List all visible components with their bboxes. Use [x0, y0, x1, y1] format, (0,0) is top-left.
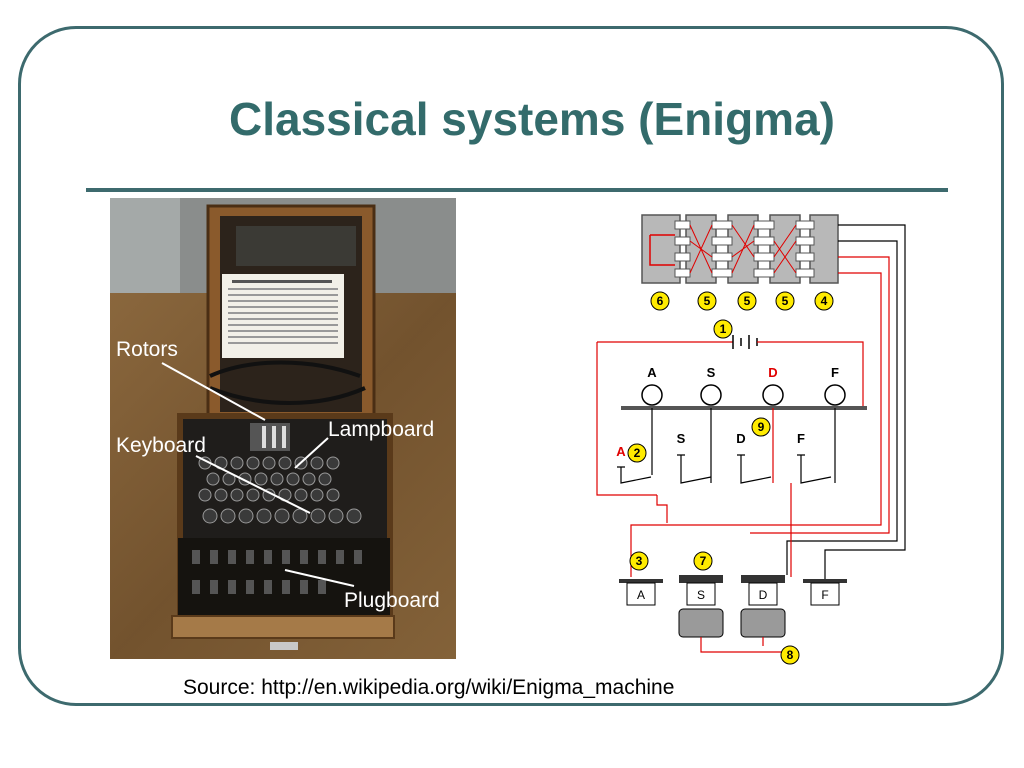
rotor-number-5b: 5	[744, 294, 751, 308]
slide-frame	[18, 26, 1004, 706]
lamp-label-a: A	[647, 365, 657, 380]
title-underline	[86, 188, 948, 192]
rotor-number-badges: 6 5 5 5 4	[650, 291, 834, 311]
lampboard-callout: Lampboard	[328, 418, 434, 441]
plug-label-d: D	[759, 588, 768, 602]
rotor-number-5a: 5	[704, 294, 711, 308]
key-label-a: A	[616, 444, 626, 459]
plug-number-8: 8	[787, 648, 794, 662]
key-label-f: F	[797, 431, 805, 446]
plug-label-f: F	[821, 588, 828, 602]
key-number: 2	[634, 446, 641, 460]
rotor-number-4: 4	[821, 294, 828, 308]
enigma-wiring-diagram: 6 5 5 5 4 1 A S D F 9 A 2	[596, 214, 906, 665]
source-citation: Source: http://en.wikipedia.org/wiki/Eni…	[183, 676, 675, 699]
plug-number-3: 3	[636, 554, 643, 568]
lamp-number: 9	[758, 420, 765, 434]
plug-label-a: A	[637, 588, 645, 602]
lamp-label-s: S	[707, 365, 716, 380]
plug-number-7: 7	[700, 554, 707, 568]
lampboard: A S D F 9	[621, 365, 867, 437]
rotor-number-5c: 5	[782, 294, 789, 308]
plugboard-callout: Plugboard	[344, 589, 440, 612]
keyboard-callout: Keyboard	[116, 434, 206, 457]
lamp-label-f: F	[831, 365, 839, 380]
battery-number: 1	[720, 322, 727, 336]
battery: 1	[596, 319, 864, 496]
rotor-number-6: 6	[657, 294, 664, 308]
slide-title: Classical systems (Enigma)	[229, 93, 835, 145]
key-label-d: D	[736, 431, 745, 446]
key-label-s: S	[677, 431, 686, 446]
lamp-label-d: D	[768, 365, 777, 380]
enigma-photo: Rotors Lampboard Keyboard Plugboard	[110, 198, 456, 659]
plugboard-sockets: 3 7 8 A S D F	[619, 551, 847, 665]
rotor-assembly	[630, 214, 906, 585]
plug-label-s: S	[697, 588, 705, 602]
keyboard-switches: A 2 S D F	[616, 408, 836, 577]
rotors-callout: Rotors	[116, 338, 178, 361]
